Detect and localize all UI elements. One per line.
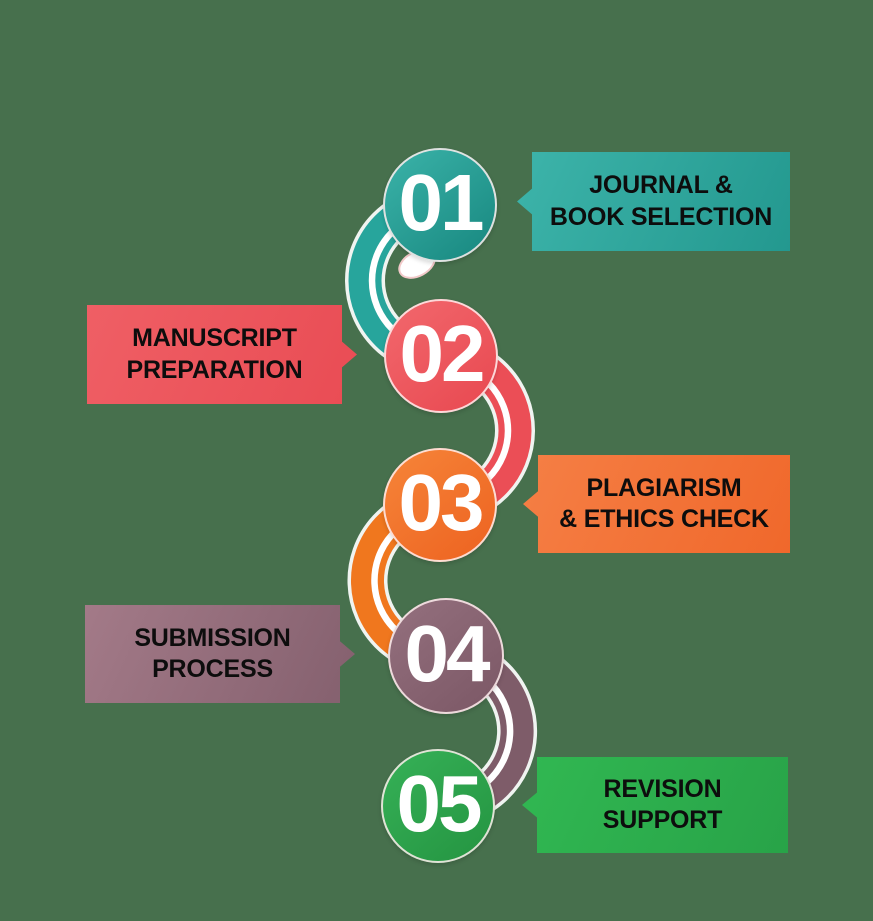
step-label: SUBMISSION PROCESS bbox=[134, 623, 290, 686]
step-label: MANUSCRIPT PREPARATION bbox=[126, 323, 302, 386]
step-number: 02 bbox=[399, 309, 486, 398]
step-label-line2: SUPPORT bbox=[602, 806, 723, 834]
step-label: PLAGIARISM & ETHICS CHECK bbox=[559, 473, 769, 536]
step-label: REVISION SUPPORT bbox=[602, 774, 723, 837]
step-circle-01: 01 bbox=[383, 148, 497, 262]
step-number: 03 bbox=[398, 458, 485, 547]
step-number: 05 bbox=[396, 759, 483, 848]
step-circle-03: 03 bbox=[383, 448, 497, 562]
step-label: JOURNAL & BOOK SELECTION bbox=[550, 170, 772, 233]
step-banner-revision-support: REVISION SUPPORT bbox=[522, 757, 788, 853]
step-circle-04: 04 bbox=[388, 598, 504, 714]
step-number: 01 bbox=[398, 158, 485, 247]
step-banner-manuscript-preparation: MANUSCRIPT PREPARATION bbox=[87, 305, 357, 404]
step-banner-plagiarism-ethics-check: PLAGIARISM & ETHICS CHECK bbox=[523, 455, 790, 553]
step-banner-journal-book-selection: JOURNAL & BOOK SELECTION bbox=[517, 152, 790, 251]
step-label-line1: REVISION bbox=[603, 774, 722, 803]
step-label-line1: PLAGIARISM bbox=[586, 473, 742, 502]
step-number: 04 bbox=[404, 609, 491, 698]
step-label-line2: PREPARATION bbox=[126, 355, 303, 384]
step-circle-05: 05 bbox=[381, 749, 495, 863]
step-label-line1: MANUSCRIPT bbox=[132, 324, 297, 353]
step-circle-02: 02 bbox=[384, 299, 498, 413]
step-banner-submission-process: SUBMISSION PROCESS bbox=[85, 605, 355, 703]
step-label-line2: PROCESS bbox=[152, 655, 273, 683]
step-label-line1: SUBMISSION bbox=[134, 623, 291, 652]
step-label-line1: JOURNAL & bbox=[589, 171, 733, 200]
step-label-line2: & ETHICS CHECK bbox=[559, 505, 769, 533]
step-label-line2: BOOK SELECTION bbox=[549, 202, 773, 231]
